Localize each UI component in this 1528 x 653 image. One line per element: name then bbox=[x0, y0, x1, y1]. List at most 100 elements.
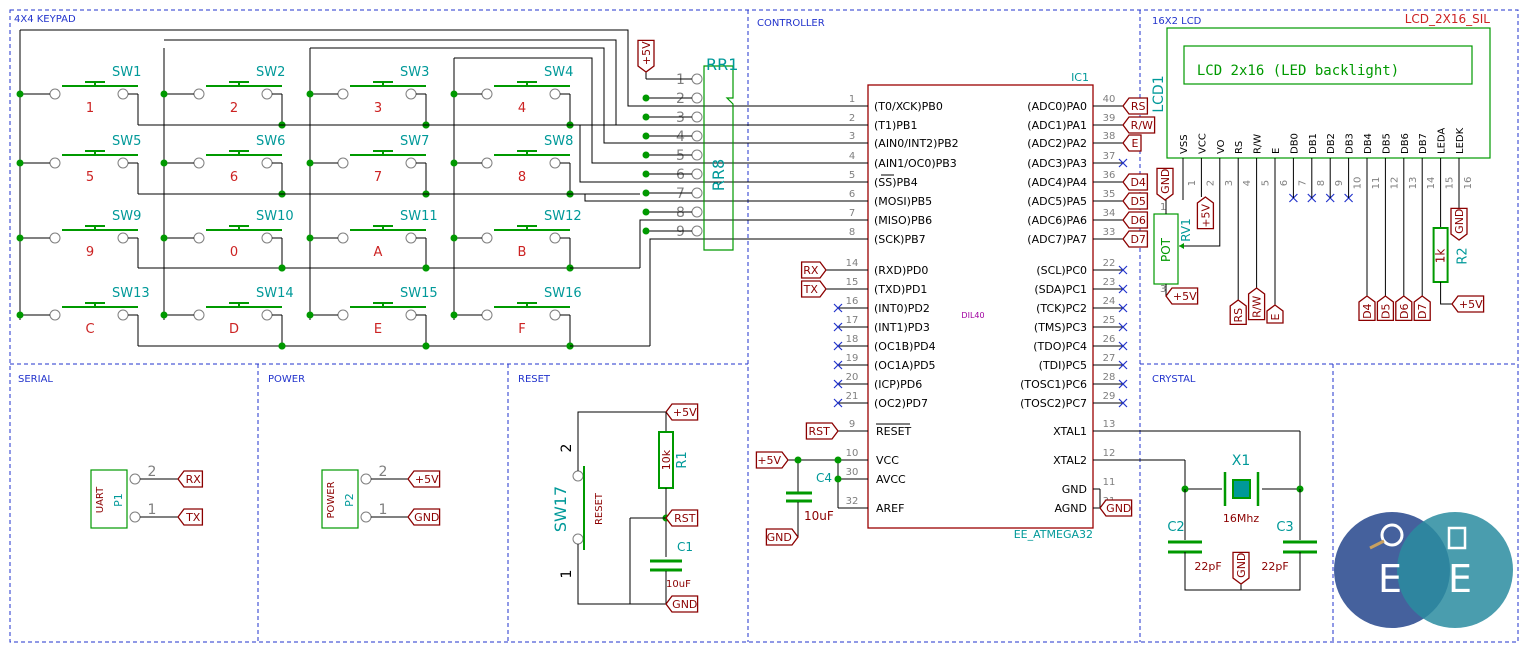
switch-key: 3 bbox=[374, 101, 382, 116]
lcd-pin-number: 10 bbox=[1353, 177, 1364, 190]
controller-section: IC1EE_ATMEGA32DIL401(T0/XCK)PB02(T1)PB13… bbox=[755, 71, 1300, 546]
lcd-pin-name: DB7 bbox=[1418, 133, 1429, 154]
logo-circle-right bbox=[1397, 512, 1513, 628]
lcd-pin-name: DB5 bbox=[1381, 133, 1392, 154]
ic-pin-number: 30 bbox=[846, 467, 859, 478]
no-connect-mark bbox=[1118, 303, 1128, 313]
ic-pin-number: 29 bbox=[1103, 391, 1116, 402]
lcd-rs-flag: RS bbox=[1229, 299, 1247, 326]
junction-dot bbox=[450, 159, 458, 167]
rr-pin-number: 3 bbox=[676, 110, 685, 126]
connector-pin-number: 2 bbox=[148, 464, 157, 480]
switch-pin-circle bbox=[49, 232, 61, 244]
ic-pin-name: (INT1)PD3 bbox=[874, 321, 930, 334]
ic-pin-name: (ADC4)PA4 bbox=[1027, 176, 1087, 189]
lcd-pin-name: DB0 bbox=[1289, 133, 1300, 154]
row-wire bbox=[639, 219, 860, 268]
rr-pin bbox=[691, 168, 703, 180]
net-flag-text: +5V bbox=[1199, 203, 1212, 227]
section-label-serial: SERIAL bbox=[18, 374, 53, 385]
switch-pin-circle bbox=[549, 88, 561, 100]
net-flag-shape bbox=[800, 280, 827, 298]
no-connect-mark bbox=[833, 341, 843, 351]
col-wire bbox=[454, 57, 860, 164]
reset-rst-flag: RST bbox=[665, 509, 699, 527]
lcd-pin-name: DB3 bbox=[1345, 133, 1356, 154]
switch-pin-circle bbox=[549, 309, 561, 321]
c3-ref: C3 bbox=[1276, 520, 1293, 535]
junction-dot bbox=[642, 208, 650, 216]
junction-dot bbox=[16, 159, 24, 167]
net-flag-text: D5 bbox=[1379, 303, 1392, 318]
x1-body bbox=[1232, 479, 1251, 499]
keypad-switch: SW1 1 bbox=[42, 65, 141, 125]
wire bbox=[1184, 460, 1222, 490]
ic-pin-number: 34 bbox=[1103, 208, 1116, 219]
junction-dot bbox=[422, 264, 430, 272]
net-flag-shape bbox=[1376, 295, 1395, 322]
wire bbox=[1184, 552, 1301, 591]
pot-pin: 3 bbox=[1160, 284, 1166, 295]
power-value: POWER bbox=[326, 481, 337, 518]
ic-pin-number: 6 bbox=[849, 189, 855, 200]
junction-dot bbox=[642, 132, 650, 140]
switch-ref: SW1 bbox=[112, 65, 141, 80]
lcd-display-text: LCD 2x16 (LED backlight) bbox=[1197, 63, 1399, 79]
lcd-ledk-flag: GND bbox=[1450, 207, 1468, 241]
no-connect-mark bbox=[1118, 379, 1128, 389]
junction-dot bbox=[834, 456, 842, 464]
junction-dot bbox=[160, 159, 168, 167]
switch-key: 1 bbox=[86, 101, 94, 116]
ic-pin-number: 2 bbox=[849, 113, 855, 124]
row-wire bbox=[649, 238, 860, 346]
junction-dot bbox=[642, 189, 650, 197]
switch-ref: SW13 bbox=[112, 286, 150, 301]
ic-net-flag: TX bbox=[800, 280, 827, 298]
ic-pin-name: VCC bbox=[876, 454, 899, 467]
no-connect-mark bbox=[833, 379, 843, 389]
switch-key: C bbox=[85, 322, 94, 337]
net-flag-shape bbox=[1122, 134, 1142, 152]
col-wire bbox=[164, 39, 860, 126]
net-flag-text: RS bbox=[1131, 100, 1146, 113]
ic-pin-name: (TOSC2)PC7 bbox=[1020, 397, 1087, 410]
junction-dot bbox=[16, 311, 24, 319]
switch-key: 0 bbox=[230, 245, 238, 260]
rr-value: RR8 bbox=[709, 159, 728, 191]
ic-pin-number: 1 bbox=[849, 94, 855, 105]
ic-net-flag: D4 bbox=[1122, 173, 1149, 191]
pot-body bbox=[1153, 213, 1179, 285]
net-flag-shape bbox=[765, 528, 799, 546]
net-flag-text: RX bbox=[186, 473, 202, 486]
lcd-rw-flag: R/W bbox=[1247, 287, 1266, 321]
switch-pin-circle bbox=[549, 157, 561, 169]
no-connect-mark bbox=[833, 360, 843, 370]
ic-pin-name: (RXD)PD0 bbox=[874, 264, 928, 277]
net-flag-text: RX bbox=[803, 264, 819, 277]
ic-pin-name: (ADC3)PA3 bbox=[1027, 157, 1087, 170]
section-label-reset: RESET bbox=[518, 374, 551, 385]
net-flag-text: E bbox=[1132, 137, 1139, 150]
c2-value: 22pF bbox=[1194, 560, 1221, 573]
sw17-pin bbox=[572, 470, 584, 482]
logo-letter: E bbox=[1448, 557, 1472, 601]
net-flag-shape bbox=[1196, 196, 1215, 230]
c4-gnd-flag: GND bbox=[765, 528, 799, 546]
crystal-gnd-flag: GND bbox=[1232, 551, 1250, 585]
section-label-power: POWER bbox=[268, 374, 305, 385]
ic-pin-name: (ADC0)PA0 bbox=[1027, 100, 1087, 113]
sw17-pin-number: 2 bbox=[559, 444, 575, 453]
net-flag-shape bbox=[1358, 295, 1376, 322]
switch-ref: SW16 bbox=[544, 286, 582, 301]
net-flag-shape bbox=[407, 470, 441, 488]
ic-pin-name: AVCC bbox=[876, 473, 906, 486]
net-flag-shape bbox=[755, 451, 789, 469]
uart-body bbox=[90, 469, 128, 529]
